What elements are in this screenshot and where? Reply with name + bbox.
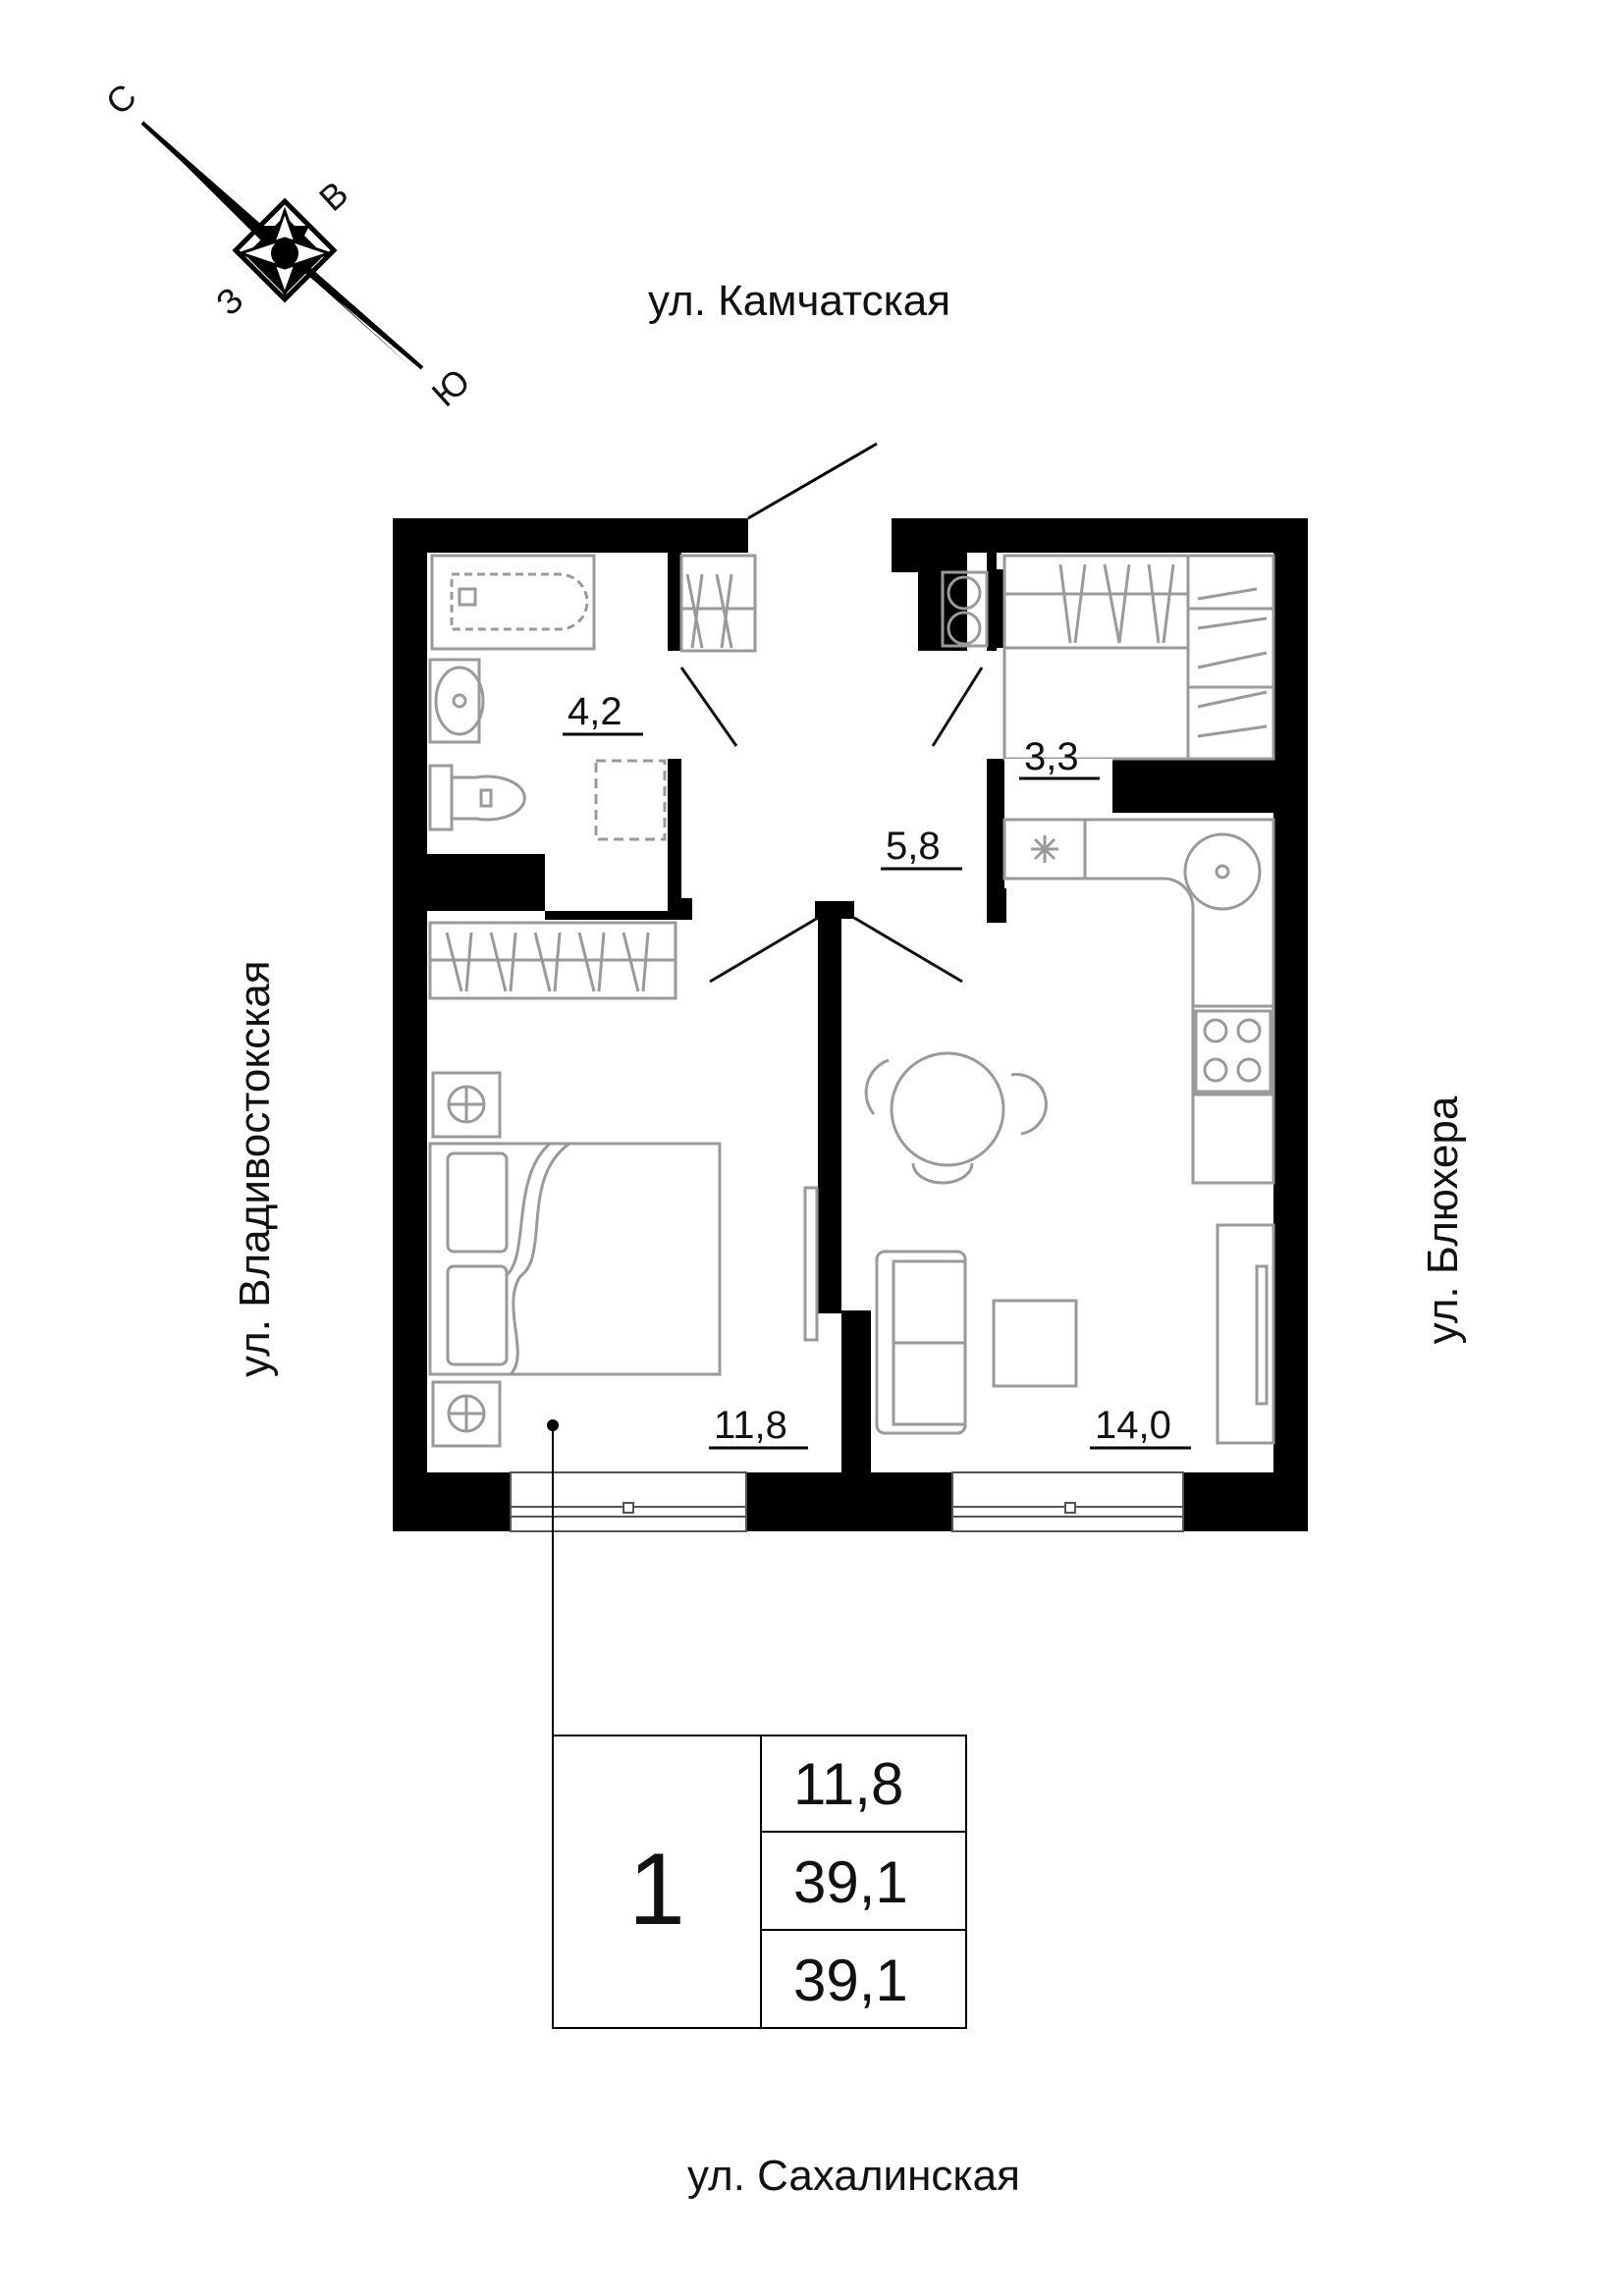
nightstand-top-icon	[431, 1071, 502, 1139]
bathroom-niche	[427, 854, 545, 911]
summary-table	[552, 1735, 967, 2029]
storage-label-area	[1004, 759, 1112, 788]
compass-east-label: В	[311, 173, 355, 219]
interior-walls	[427, 553, 1273, 1477]
hall-area-label: 5,8	[886, 825, 941, 868]
room-labels: 4,2 3,3 5,8 11,8 14,0	[563, 690, 1191, 1450]
total-area-value: 39,1	[793, 1849, 908, 1915]
living-area-value: 11,8	[793, 1751, 903, 1817]
tv-icon	[803, 1186, 819, 1342]
window-bedroom-icon	[510, 1471, 747, 1532]
coffee-table-icon	[992, 1299, 1078, 1388]
kitchen-sink-icon	[1183, 832, 1262, 911]
bedroom-area-label: 11,8	[714, 1404, 787, 1447]
storage-shelves-icon	[1002, 554, 1275, 761]
window-kitchen-icon	[951, 1471, 1184, 1532]
room-count: 1	[628, 1833, 685, 1947]
bathroom-area-label: 4,2	[568, 690, 623, 733]
door-swings	[679, 667, 984, 984]
compass-rose-icon	[140, 121, 424, 370]
stove-icon	[1194, 1009, 1272, 1094]
street-west: ул. Владивостокская	[231, 960, 279, 1377]
compass-west-label: З	[208, 279, 251, 323]
nightstand-bottom-icon	[431, 1380, 502, 1448]
exterior-walls	[393, 518, 1308, 1531]
kitchen-counter-icon	[1002, 818, 1275, 1185]
total-area-with-balcony-value: 39,1	[793, 1948, 908, 2013]
street-east: ул. Блюхера	[1419, 1095, 1467, 1345]
kitchen-living-area-label: 14,0	[1095, 1404, 1171, 1447]
fan-icon	[1031, 835, 1058, 863]
dining-table-icon	[864, 1051, 1048, 1185]
fridge-icon	[1216, 1223, 1275, 1445]
washing-machine-icon	[594, 759, 667, 841]
compass-south-label: Ю	[424, 360, 477, 414]
bed-icon	[428, 1142, 722, 1376]
toilet-icon	[428, 764, 526, 831]
sofa-icon	[875, 1250, 967, 1435]
entry-door-icon	[747, 442, 878, 520]
hall-wardrobe-icon	[679, 554, 757, 653]
street-south: ул. Сахалинская	[687, 2152, 1020, 2200]
bathtub-icon	[430, 554, 596, 651]
street-north: ул. Камчатская	[648, 277, 951, 325]
compass-north-label: С	[98, 76, 144, 123]
boiler-icon	[941, 570, 989, 648]
bathroom-floor	[545, 854, 668, 911]
bedroom-wardrobe-icon	[428, 921, 677, 1000]
sink-icon	[428, 658, 485, 744]
storage-area-label: 3,3	[1024, 735, 1079, 778]
